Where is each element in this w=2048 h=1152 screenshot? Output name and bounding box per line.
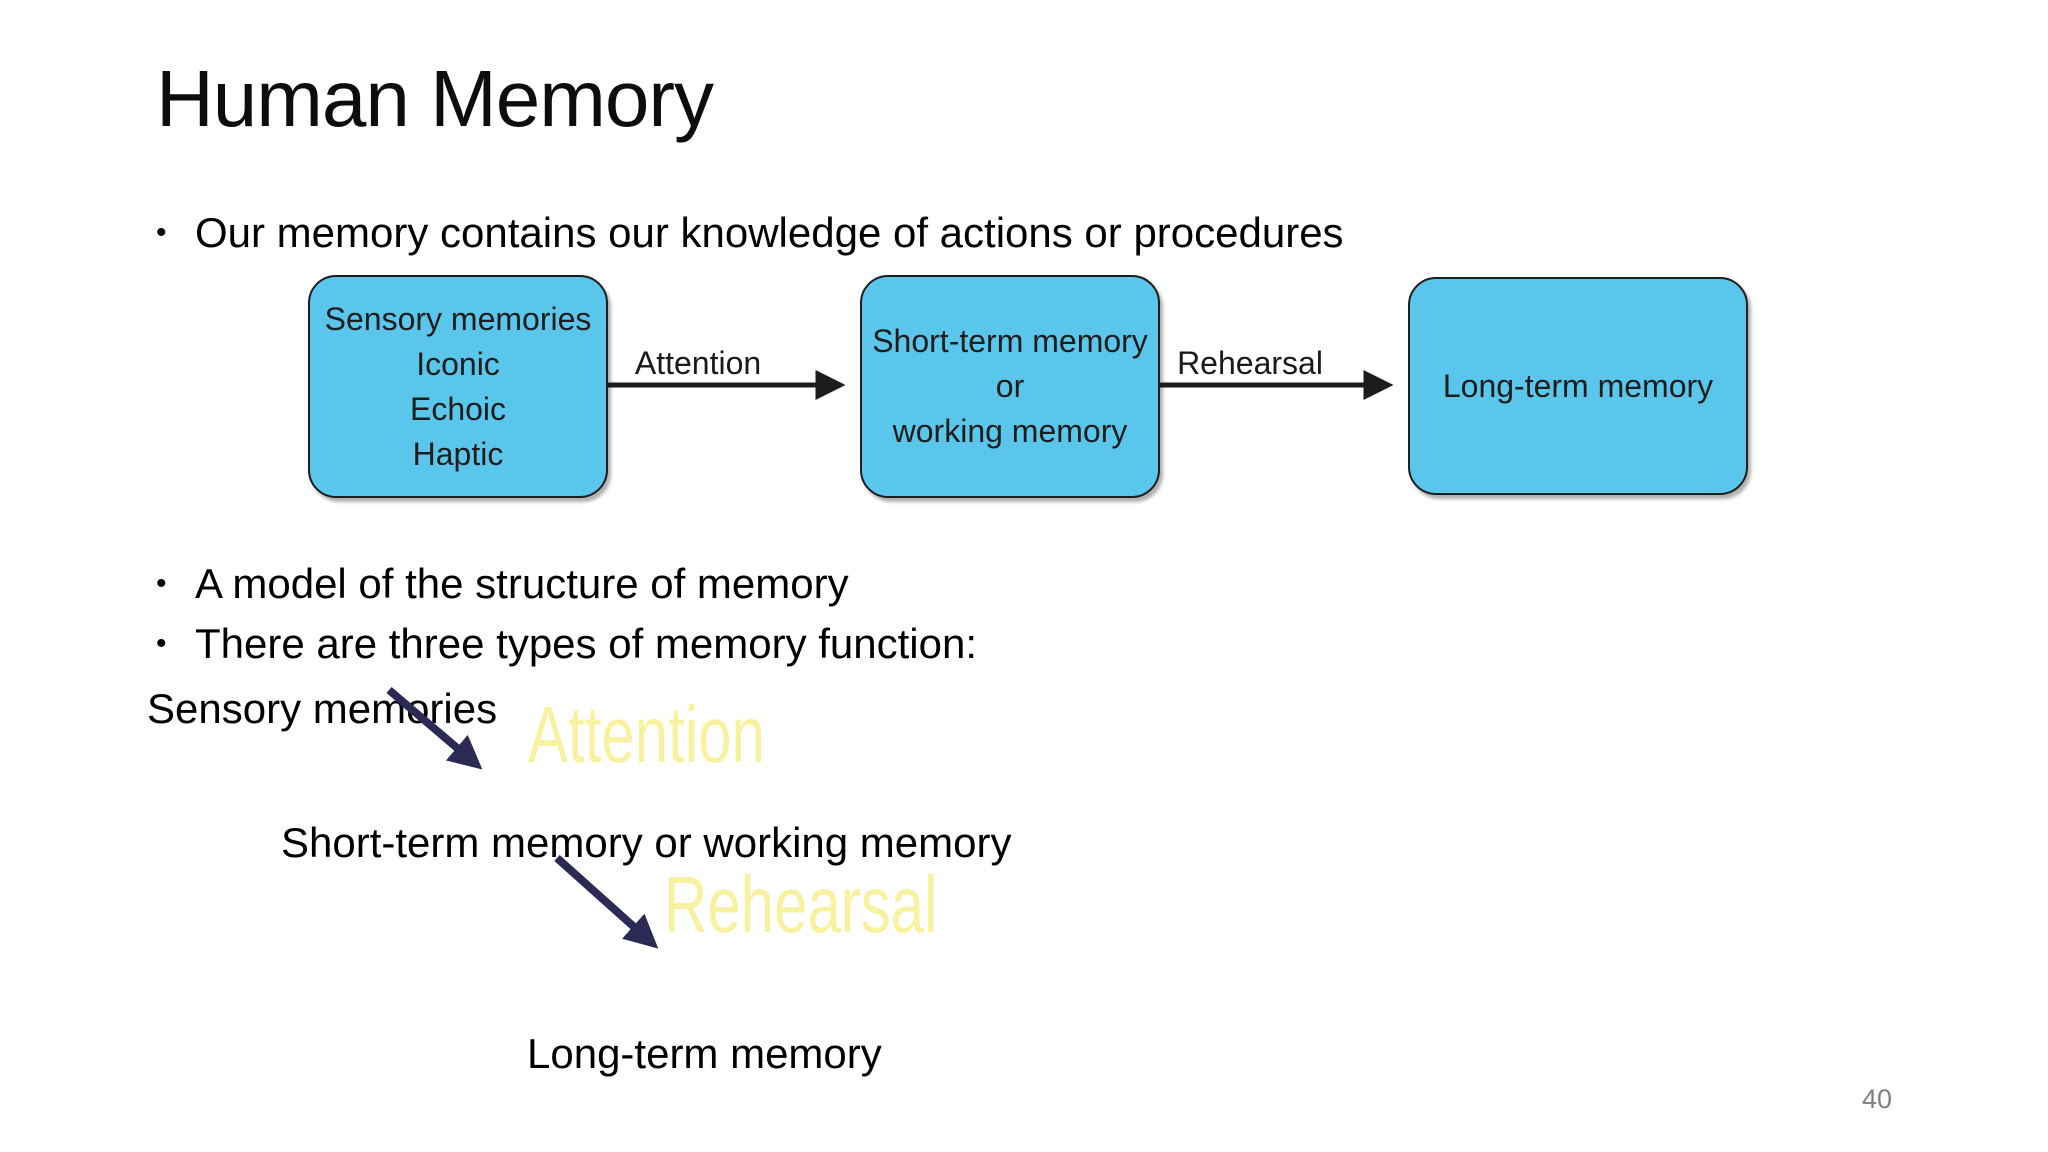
attention-arrow-label: Attention — [634, 345, 762, 381]
bullet-item-2: • A model of the structure of memory — [156, 563, 849, 605]
bullet-text: A model of the structure of memory — [195, 560, 849, 607]
bullet-item-3: • There are three types of memory functi… — [156, 623, 977, 665]
bullet-item-1: • Our memory contains our knowledge of a… — [156, 212, 1344, 254]
box-line: Echoic — [409, 390, 507, 427]
box-line: Sensory memories — [324, 300, 592, 337]
box-line: or — [995, 368, 1025, 404]
overlay-word-attention: Attention — [528, 690, 765, 779]
diagram-box-sensory: Sensory memories Iconic Echoic Haptic — [308, 275, 608, 498]
bullet-dot: • — [156, 216, 167, 249]
overlay-word-rehearsal: Rehearsal — [664, 860, 938, 949]
bullet-dot: • — [156, 627, 167, 660]
box-line: Short-term memory — [872, 323, 1148, 359]
bullet-text: Our memory contains our knowledge of act… — [195, 209, 1344, 256]
diagram-box-long-term: Long-term memory — [1408, 277, 1748, 495]
bullet-dot: • — [156, 567, 167, 600]
page-title: Human Memory — [156, 54, 714, 143]
line-short-term-memory: Short-term memory or working memory — [281, 819, 1012, 866]
overlay-arrow-down-right-icon-1 — [386, 686, 483, 770]
box-line: working memory — [892, 413, 1128, 449]
bullet-text: There are three types of memory function… — [195, 620, 978, 667]
diagram-box-short-term: Short-term memory or working memory — [860, 275, 1160, 498]
page-number: 40 — [1861, 1084, 1892, 1114]
line-sensory-memories: Sensory memories — [147, 685, 498, 732]
box-line: Long-term memory — [1442, 367, 1714, 404]
rehearsal-arrow-label: Rehearsal — [1177, 345, 1323, 381]
box-line: Haptic — [412, 435, 504, 472]
box-line: Iconic — [416, 345, 500, 382]
overlay-arrow-down-right-icon-2 — [554, 855, 659, 949]
rehearsal-arrow-icon — [1160, 370, 1394, 400]
attention-arrow-icon — [608, 370, 846, 400]
line-long-term-memory: Long-term memory — [527, 1030, 882, 1077]
